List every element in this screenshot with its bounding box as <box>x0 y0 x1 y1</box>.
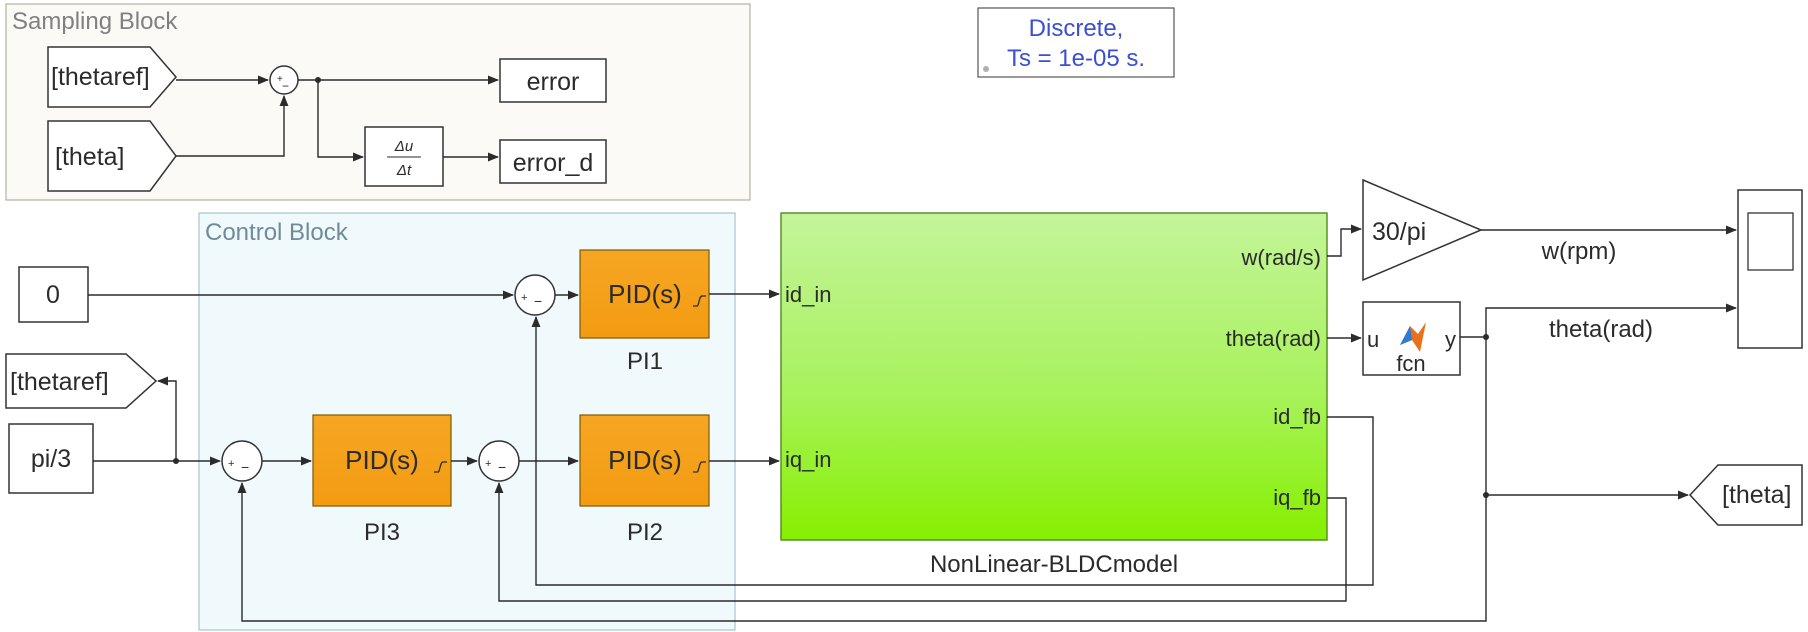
sum-d-minus: − <box>534 293 542 309</box>
matlab-logo-icon <box>1400 322 1426 352</box>
wire-theta-feedback <box>237 337 1487 622</box>
derivative-block[interactable]: Δu Δt <box>364 126 444 187</box>
out-error-d-label: error_d <box>513 149 594 177</box>
pi2-pid-text: PID(s) <box>608 445 682 475</box>
fcn-port-u: u <box>1367 327 1379 352</box>
const-zero-block[interactable]: 0 <box>18 266 89 323</box>
model-port-w: w(rad/s) <box>1241 245 1321 270</box>
sum-d-plus: + <box>521 292 527 304</box>
fcn-name-label: fcn <box>1396 351 1425 376</box>
sum-q-axis[interactable]: + − <box>478 440 520 482</box>
gain-label: 30/pi <box>1372 218 1426 246</box>
pi2-saturation-icon <box>693 461 706 473</box>
wire-id-fb-feedback <box>531 315 1374 586</box>
model-port-id-in: id_in <box>785 282 831 307</box>
goto-theta-label: [theta] <box>1722 481 1792 509</box>
pi3-saturation-icon <box>434 461 447 473</box>
pid-pi1[interactable]: PID(s) PI1 <box>579 249 710 375</box>
solver-config-block[interactable]: Discrete, Ts = 1e-05 s. <box>977 7 1175 78</box>
solver-line2: Ts = 1e-05 s. <box>1007 45 1145 72</box>
sum-position-plus: + <box>228 458 234 470</box>
solver-line1: Discrete, <box>1029 15 1124 42</box>
pid-pi3[interactable]: PID(s) PI3 <box>312 414 452 546</box>
solver-indicator-icon <box>983 66 989 72</box>
goto-theta-block[interactable]: [theta] <box>1688 464 1803 526</box>
pi1-label: PI1 <box>627 348 663 375</box>
from-thetaref-block[interactable]: [thetaref] <box>47 46 177 108</box>
from-theta-block[interactable]: [theta] <box>47 120 177 192</box>
pid-pi2[interactable]: PID(s) PI2 <box>579 414 710 546</box>
sum-position-minus: − <box>241 459 249 475</box>
pi3-pid-text: PID(s) <box>345 445 419 475</box>
sum-d-axis[interactable]: + − <box>514 274 556 316</box>
wire-iq-fb-feedback <box>494 481 1347 602</box>
pi1-saturation-icon <box>693 295 706 307</box>
pi1-pid-text: PID(s) <box>608 279 682 309</box>
pi3-label: PI3 <box>364 519 400 546</box>
wire-fcn-to-scope <box>1460 303 1738 338</box>
goto-thetaref-label: [thetaref] <box>10 368 109 396</box>
goto-thetaref-block[interactable]: [thetaref] <box>5 353 158 409</box>
out-error-d-block[interactable]: error_d <box>499 139 607 184</box>
model-port-iq-fb: iq_fb <box>1273 485 1321 510</box>
scope-screen-icon <box>1747 212 1794 271</box>
signal-label-theta-rad: theta(rad) <box>1549 316 1653 343</box>
wire-to-derivative <box>317 80 365 162</box>
scope-block[interactable] <box>1737 189 1803 349</box>
model-port-theta: theta(rad) <box>1226 326 1321 351</box>
branch-point-goto <box>1483 492 1489 498</box>
bldc-model-subsystem[interactable]: id_in iq_in w(rad/s) theta(rad) id_fb iq… <box>780 212 1328 578</box>
const-pi3-label: pi/3 <box>31 445 71 473</box>
sum-sampling[interactable]: + − <box>269 65 299 95</box>
model-port-id-fb: id_fb <box>1273 404 1321 429</box>
model-name-label: NonLinear-BLDCmodel <box>930 551 1178 578</box>
wire-theta-to-sum <box>176 94 289 157</box>
derivative-denominator: Δt <box>396 162 412 179</box>
out-error-label: error <box>527 68 580 96</box>
sum-q-minus: − <box>498 459 506 475</box>
sum-sampling-minus: − <box>282 79 289 93</box>
pi2-label: PI2 <box>627 519 663 546</box>
wire-ref-to-goto <box>156 376 177 461</box>
sum-sampling-plus: + <box>277 74 283 85</box>
const-pi3-block[interactable]: pi/3 <box>8 423 94 494</box>
control-block-title: Control Block <box>205 219 349 246</box>
fcn-port-y: y <box>1445 327 1456 352</box>
wire-w-to-gain <box>1327 224 1363 257</box>
sum-position[interactable]: + − <box>221 440 263 482</box>
model-port-iq-in: iq_in <box>785 447 831 472</box>
sum-q-plus: + <box>485 458 491 470</box>
from-thetaref-label: [thetaref] <box>51 63 150 91</box>
out-error-block[interactable]: error <box>499 58 607 103</box>
derivative-numerator: Δu <box>394 138 414 155</box>
gain-block[interactable]: 30/pi <box>1362 178 1483 282</box>
signal-label-w-rpm: w(rpm) <box>1541 238 1617 265</box>
from-theta-label: [theta] <box>55 143 125 171</box>
branch-point-theta <box>1483 334 1489 340</box>
sampling-block-title: Sampling Block <box>12 8 178 35</box>
matlab-fcn-block[interactable]: u y fcn <box>1362 301 1461 376</box>
const-zero-label: 0 <box>46 281 60 309</box>
